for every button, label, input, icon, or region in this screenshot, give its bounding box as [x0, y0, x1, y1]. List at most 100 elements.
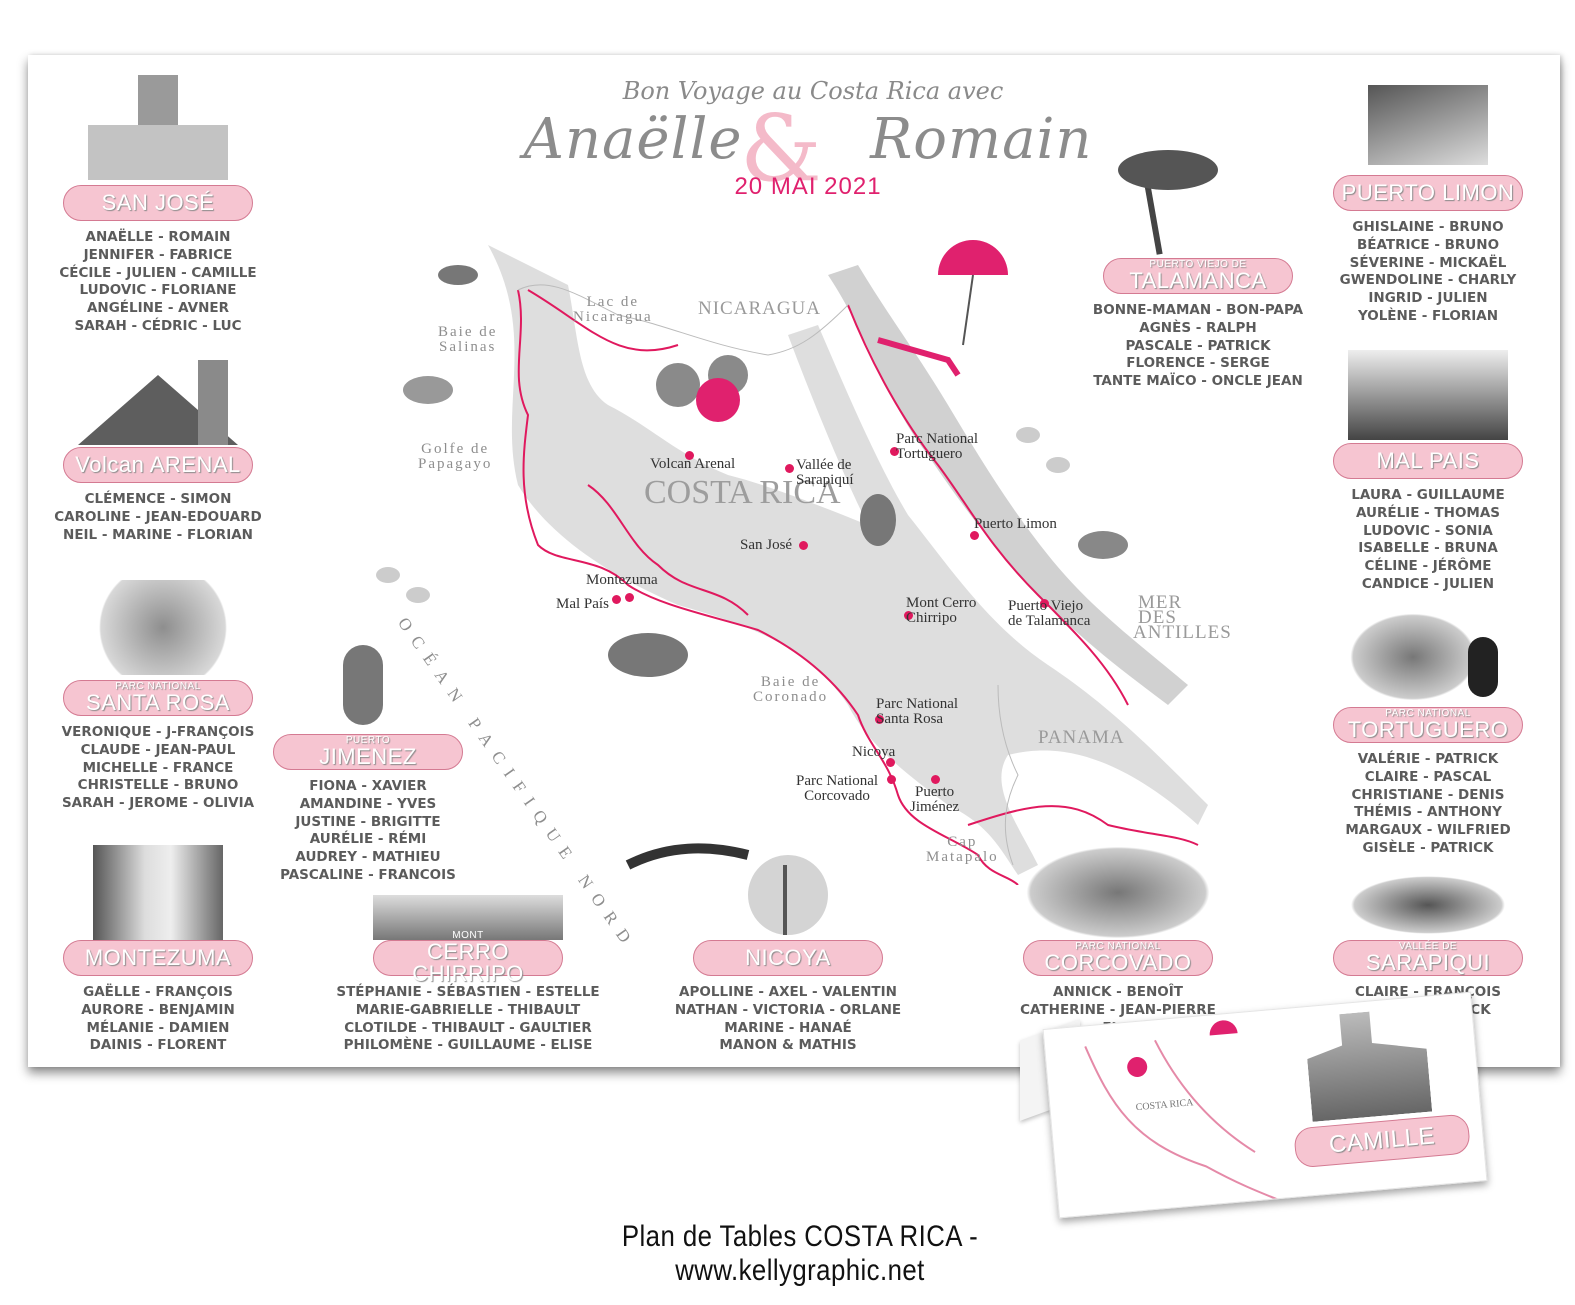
fish-icon [376, 427, 1070, 603]
place-volcan-arenal: Volcan Arenal [650, 456, 736, 472]
iguana-illustration-icon [1318, 865, 1538, 940]
map-label-nicaragua: NICARAGUA [698, 298, 821, 319]
hibiscus-icon [656, 355, 748, 422]
map-dot-puerto-limon [970, 531, 979, 540]
table-name-pill: MONTEZUMA [63, 940, 253, 976]
place-card: COSTA RICA CAMILLE [1042, 991, 1488, 1219]
shell-icon [403, 376, 1128, 559]
map-label-sea-2: ANTILLES [1133, 622, 1232, 643]
diver-icon [625, 843, 750, 870]
table-name-pill: NICOYA [693, 940, 883, 976]
table-name-pill: Volcan ARENAL [63, 447, 253, 483]
map-dot-mal-pais [612, 595, 621, 604]
map-dot-puerto-jimenez [931, 775, 940, 784]
map-dot-montezuma [625, 593, 634, 602]
map-dot-san-jose [799, 541, 808, 550]
header-subtitle: Bon Voyage au Costa Rica avec [622, 77, 1004, 105]
costa-rica-map: NICARAGUA PANAMA COSTA RICA MER DES ANTI… [348, 185, 1231, 954]
waterfall-illustration-icon [48, 840, 268, 940]
palm-coast-illustration-icon [1318, 345, 1538, 443]
palm-beach-illustration-icon [1318, 65, 1538, 175]
monkey-jungle-illustration-icon [48, 570, 268, 680]
seating-plan-poster: Bon Voyage au Costa Rica avec & Anaëlle … [28, 55, 1560, 1067]
toucan-illustration-icon [1318, 607, 1538, 707]
place-puerto-limon: Puerto Limon [974, 516, 1057, 532]
volcano-illustration-icon [48, 355, 268, 447]
groom-name: Romain [870, 107, 1093, 172]
map-dot-chirripo [904, 611, 913, 620]
church-illustration-icon [48, 65, 268, 185]
place-san-jose: San José [740, 537, 793, 553]
map-dot-puerto-viejo [1040, 599, 1049, 608]
jungle-plants-illustration-icon [1003, 840, 1233, 940]
table-name-pill: PUERTO LIMON [1333, 175, 1523, 211]
mountain-frog-illustration-icon [328, 890, 608, 940]
palm-sunset-illustration-icon [668, 845, 908, 940]
wedding-date: 20 MAI 2021 [734, 173, 882, 200]
bird-icon [438, 265, 478, 285]
place-card-map-icon [1084, 1020, 1280, 1202]
place-nicoya: Nicoya [852, 744, 896, 760]
map-dot-tortuguero [890, 447, 899, 456]
header-ampersand: & [740, 95, 822, 202]
bride-name: Anaëlle [523, 107, 743, 172]
turtle-icon [608, 633, 688, 677]
frog-icon [860, 494, 896, 546]
map-dot-santa-rosa [875, 715, 884, 724]
place-montezuma: Montezuma [586, 572, 658, 588]
header-couple-names: Anaëlle Romain [508, 107, 1108, 172]
table-name-pill: SAN JOSÉ [63, 185, 253, 221]
place-card-name-pill: CAMILLE [1293, 1113, 1471, 1169]
table-name-pill: MAL PAIS [1333, 443, 1523, 479]
place-card-church-icon [1304, 1007, 1433, 1122]
map-dot-nicoya [886, 758, 895, 767]
place-mal-pais: Mal País [556, 596, 609, 612]
map-dot-sarapiqui [785, 464, 794, 473]
map-label-panama: PANAMA [1038, 727, 1125, 748]
map-dot-corcovado [887, 775, 896, 784]
palm-island-illustration-icon [1088, 145, 1308, 258]
umbrella-chair-icon [877, 240, 1008, 377]
